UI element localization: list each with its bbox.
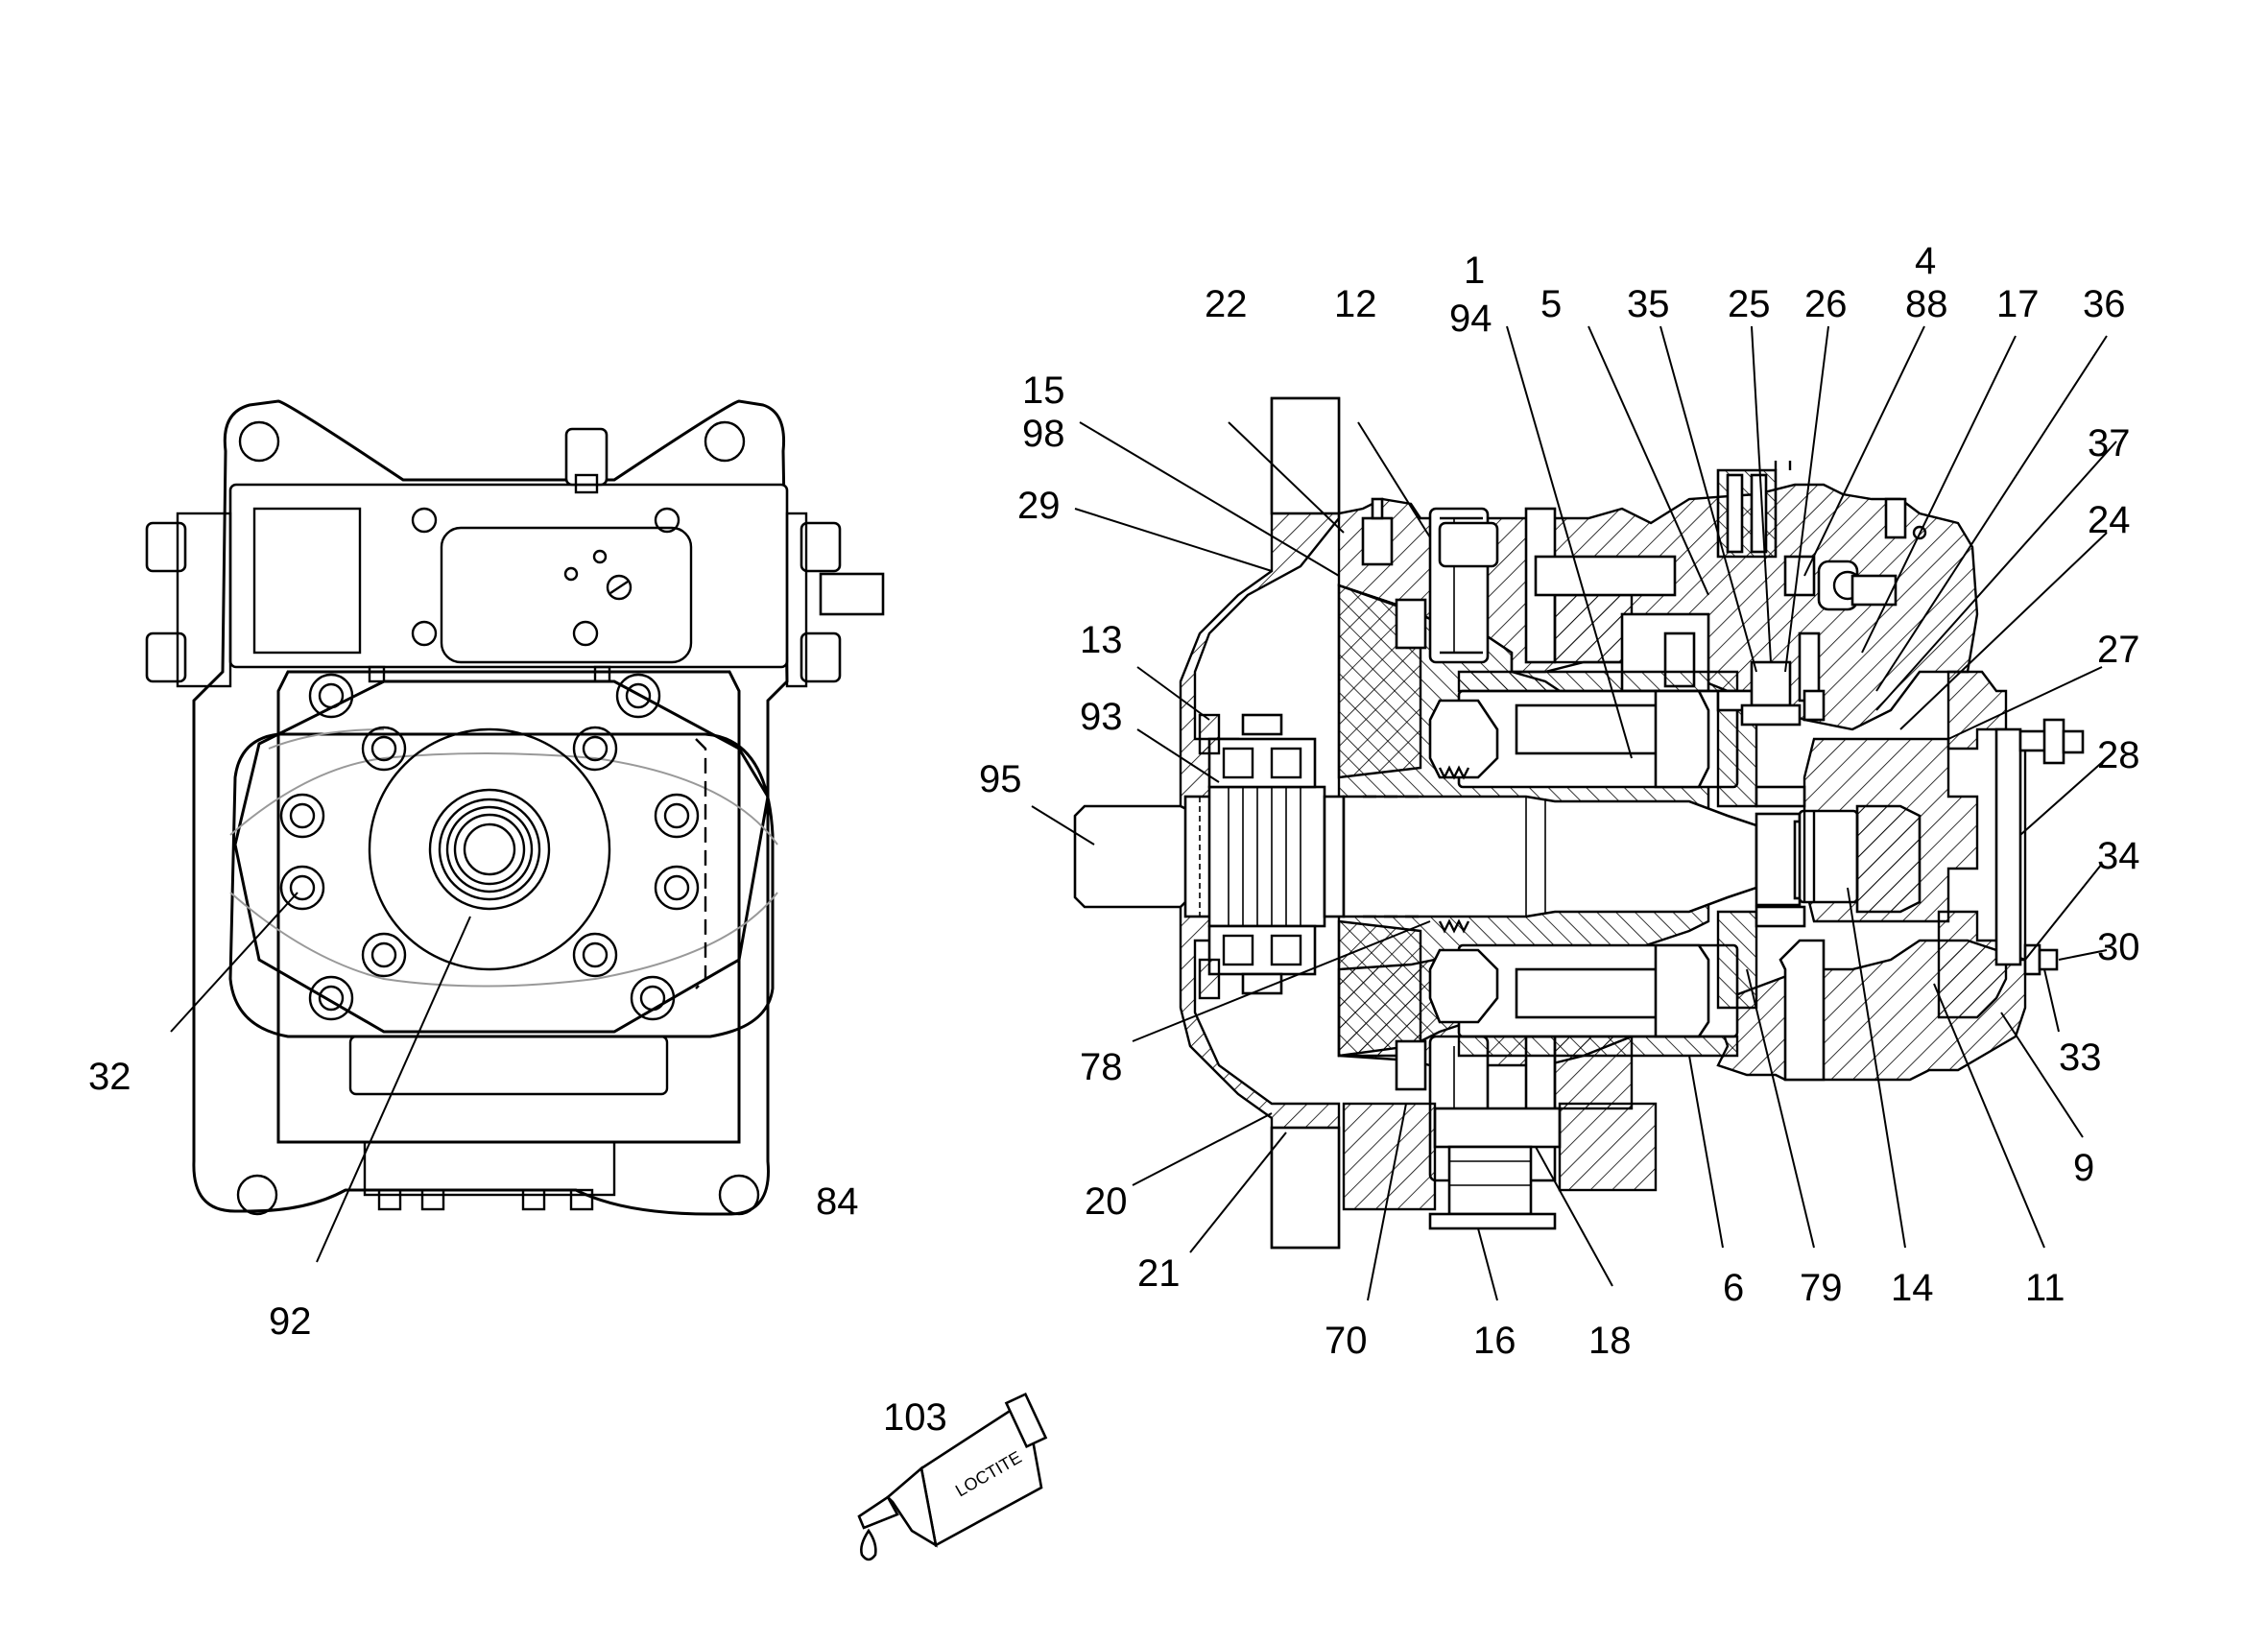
callout-70: 70: [1325, 1320, 1368, 1362]
callout-95: 95: [979, 758, 1022, 800]
callout-35: 35: [1627, 283, 1670, 325]
callout-29: 29: [1017, 485, 1061, 527]
callout-103: 103: [883, 1396, 947, 1439]
callout-32: 32: [88, 1056, 131, 1098]
leader-lines: [170, 325, 2117, 1301]
callout-1: 1: [1464, 250, 1485, 292]
callout-36: 36: [2083, 283, 2126, 325]
callout-6: 6: [1723, 1267, 1744, 1309]
callout-88: 88: [1905, 283, 1948, 325]
callout-15: 15: [1022, 369, 1065, 412]
callout-13: 13: [1080, 619, 1123, 661]
callout-9: 9: [2073, 1147, 2094, 1189]
loctite-tube-drawing: LOCTITE: [857, 1392, 1048, 1561]
callout-14: 14: [1891, 1267, 1934, 1309]
callout-28: 28: [2097, 734, 2140, 776]
callout-17: 17: [1996, 283, 2040, 325]
callout-84: 84: [816, 1180, 859, 1223]
callout-93: 93: [1080, 696, 1123, 738]
callout-16: 16: [1473, 1320, 1516, 1362]
callout-20: 20: [1085, 1180, 1128, 1223]
callout-34: 34: [2097, 835, 2140, 877]
callout-26: 26: [1804, 283, 1848, 325]
callout-78: 78: [1080, 1046, 1123, 1088]
callout-37: 37: [2088, 422, 2131, 465]
front-view-drawing: [145, 399, 885, 1216]
section-view-drawing: [1073, 396, 2085, 1250]
callout-labels: 1 4 5 6 9 11 12 13 14 15 16 17 18 20 21 …: [88, 240, 2140, 1439]
callout-12: 12: [1334, 283, 1377, 325]
callout-22: 22: [1205, 283, 1248, 325]
callout-92: 92: [269, 1300, 312, 1343]
callout-94: 94: [1449, 298, 1492, 340]
callout-33: 33: [2059, 1036, 2102, 1079]
callout-79: 79: [1800, 1267, 1843, 1309]
callout-24: 24: [2088, 499, 2131, 541]
callout-18: 18: [1588, 1320, 1632, 1362]
callout-98: 98: [1022, 413, 1065, 455]
callout-21: 21: [1137, 1252, 1181, 1295]
callout-11: 11: [2025, 1267, 2065, 1309]
callout-25: 25: [1728, 283, 1771, 325]
callout-5: 5: [1540, 283, 1562, 325]
callout-27: 27: [2097, 629, 2140, 671]
callout-30: 30: [2097, 926, 2140, 968]
callout-4: 4: [1915, 240, 1936, 282]
